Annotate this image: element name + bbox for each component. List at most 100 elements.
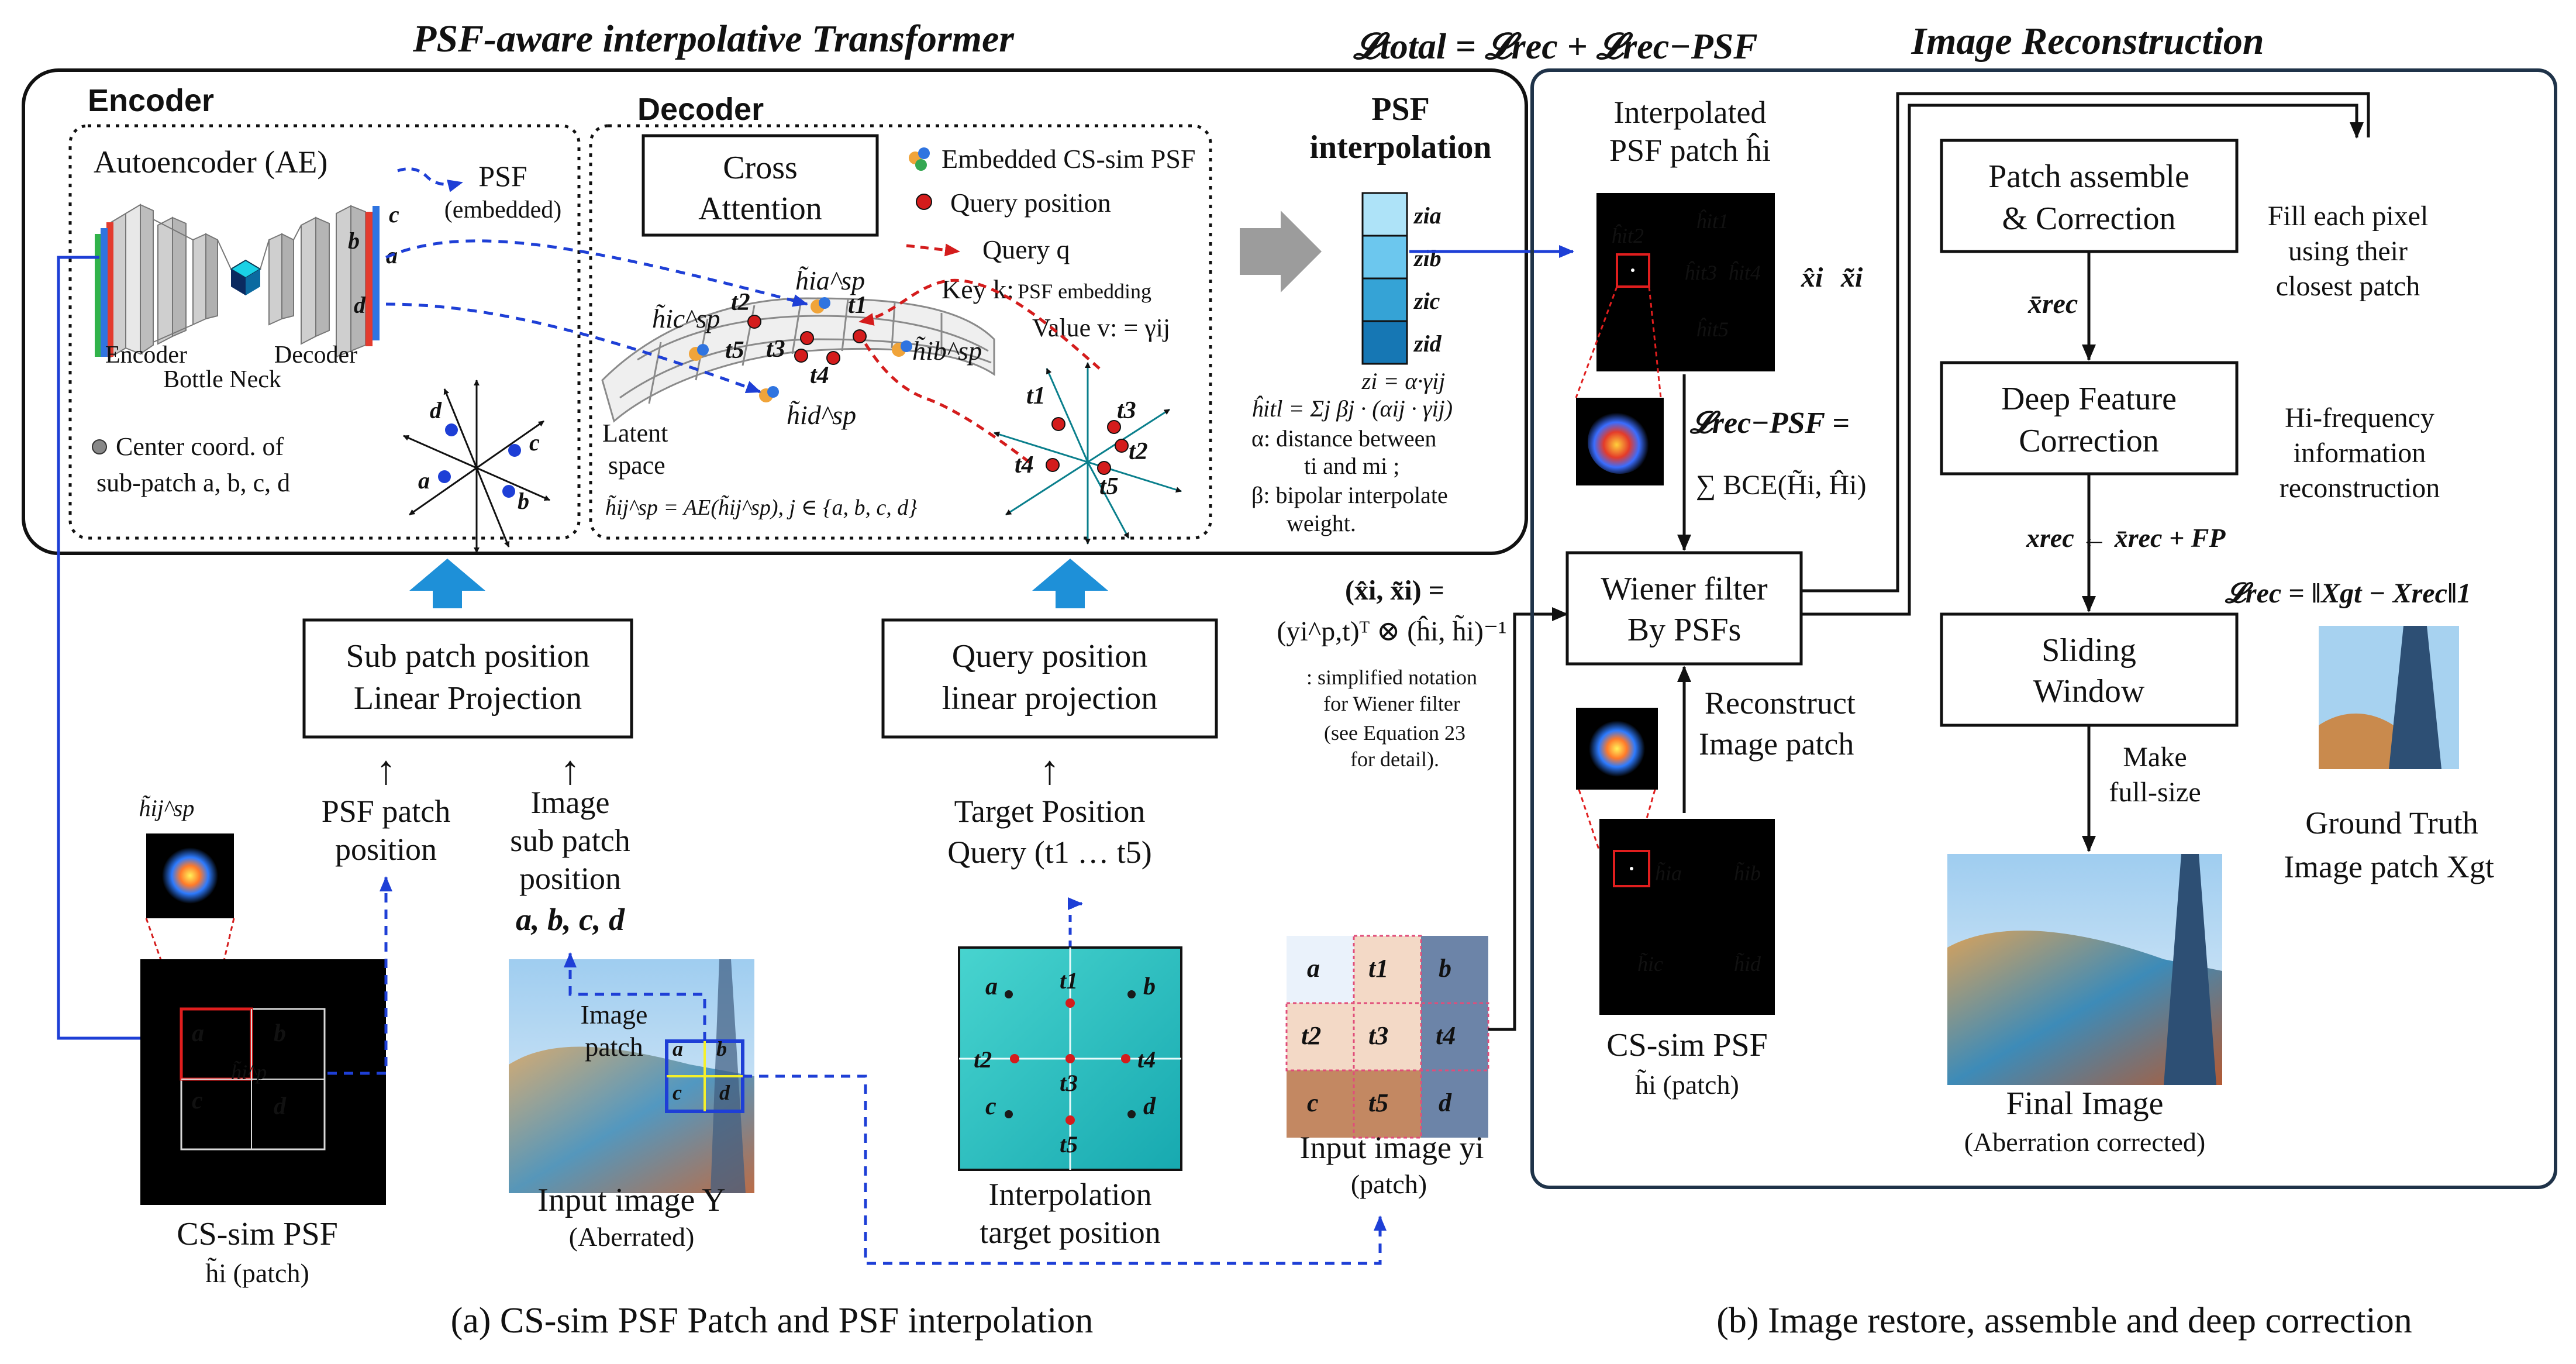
autoencoder-icon [95, 204, 380, 358]
wiener-line2: By PSFs [1627, 612, 1742, 648]
tg-a: a [985, 973, 998, 1000]
z-ic: zic [1413, 288, 1440, 314]
csgrid-a: a [192, 1020, 204, 1047]
final-1: Final Image [2006, 1086, 2163, 1122]
caption-b: (b) Image restore, assemble and deep cor… [1716, 1301, 2412, 1341]
psf-interp-title-2: interpolation [1309, 129, 1491, 166]
loss-psf-sum: ∑ BCE(H̃i, Ĥi) [1696, 470, 1867, 501]
query-t4: t4 [1015, 452, 1034, 478]
psf-embedded-label: PSF [478, 160, 527, 192]
ae-bottleneck-label: Bottle Neck [163, 366, 281, 393]
ip-t1: t1 [1368, 954, 1388, 983]
encoder-box [68, 124, 581, 540]
tg-t3: t3 [1060, 1070, 1078, 1096]
decoder-title: Decoder [637, 92, 764, 127]
hifreq-3: reconstruction [2280, 473, 2440, 504]
z-ib: zib [1413, 245, 1442, 271]
latent-query-points [747, 315, 867, 365]
image-patch-line1: Image [581, 1000, 648, 1029]
cross-attention-box [642, 134, 879, 237]
tg-t5: t5 [1060, 1131, 1078, 1158]
input-patch-label: Input image yi [1300, 1130, 1484, 1165]
latent-t3: t3 [766, 336, 785, 363]
x-rec-bar-label: x̄rec [2027, 288, 2078, 319]
csgrid-b: b [274, 1020, 286, 1047]
star-letter-c: c [529, 429, 540, 456]
image-sub-1: Image [531, 785, 610, 820]
ipt-t5: ĥit5 [1696, 318, 1729, 341]
beta-line1: β: bipolar interpolate [1251, 482, 1448, 508]
image-sub-2: sub patch [510, 823, 630, 858]
beta-line2: weight. [1287, 510, 1356, 536]
ipt-t4: ĥit4 [1728, 261, 1761, 284]
gt-1: Ground Truth [2305, 805, 2478, 841]
decoder-box [589, 124, 1212, 540]
h-ib-label: h̃ib^sp [912, 336, 982, 366]
ip-d: d [1439, 1089, 1452, 1117]
ae-letter-d: d [354, 292, 366, 318]
ip-t3: t3 [1368, 1021, 1388, 1050]
alpha-line1: α: distance between [1251, 425, 1436, 452]
latent-t4: t4 [810, 362, 829, 389]
tg-t2: t2 [974, 1046, 992, 1073]
ip-t5: t5 [1368, 1089, 1388, 1117]
subpatch-proj-line2: Linear Projection [354, 680, 582, 717]
ip-a: a [1307, 954, 1320, 983]
z-id: zid [1413, 330, 1442, 357]
cs-tile-d: h̃id [1734, 952, 1761, 976]
fill-2: using their [2288, 236, 2408, 267]
ip-b: b [1439, 954, 1451, 983]
img-letter-c: c [673, 1081, 682, 1104]
hifreq-1: Hi-frequency [2285, 402, 2434, 433]
cross-attention-line1: Cross [723, 150, 798, 186]
assemble-line2: & Correction [2002, 201, 2175, 237]
tg-c: c [985, 1093, 996, 1120]
ip-c: c [1307, 1089, 1319, 1117]
wiener-filter-box [1565, 551, 1803, 666]
ipt-t2: ĥit2 [1611, 224, 1644, 247]
latent-t1: t1 [848, 292, 867, 319]
up-glyph-1: ↑ [376, 748, 396, 793]
latent-psf-points [689, 297, 912, 402]
ip-t4: t4 [1436, 1021, 1456, 1050]
loss-rec-eq: 𝓛rec = ‖Xgt − Xrec‖1 [2225, 578, 2471, 609]
query-t3: t3 [1117, 397, 1136, 424]
interp-psf-title-2: PSF patch ĥi [1609, 132, 1771, 168]
interp-target-2: target position [980, 1215, 1160, 1250]
assemble-line1: Patch assemble [1988, 159, 2189, 195]
center-coord-line2: sub-patch a, b, c, d [96, 469, 290, 497]
h-i-patch-right: h̃i (patch) [1635, 1069, 1739, 1100]
ipt-t3: ĥit3 [1684, 261, 1717, 284]
query-t5: t5 [1099, 473, 1119, 500]
loss-total: 𝓛total = 𝓛rec + 𝓛rec−PSF [1353, 27, 1757, 67]
gt-2: Image patch Xgt [2284, 849, 2494, 884]
latent-eq: h̃ij^sp = AE(h̃ij^sp), j ∈ {a, b, c, d} [605, 495, 918, 520]
tg-t1: t1 [1060, 967, 1078, 994]
alpha-line2: ti and mi ; [1304, 453, 1399, 479]
input-image-y [509, 959, 754, 1193]
gray-flow-arrow [1240, 211, 1322, 292]
latent-t5: t5 [725, 337, 744, 364]
key-prefix: Key k: [942, 274, 1014, 304]
cs-sim-psf-grid [140, 959, 386, 1205]
star-letter-d: d [430, 397, 442, 423]
interp-target-1: Interpolation [989, 1177, 1152, 1212]
loss-psf-title: 𝓛rec−PSF = [1689, 407, 1850, 440]
legend-embedded-psf: Embedded CS-sim PSF [942, 144, 1196, 174]
h-i-patch-label: h̃i (patch) [205, 1258, 309, 1288]
deep-line2: Correction [2019, 423, 2158, 459]
deep-line1: Deep Feature [2001, 381, 2177, 417]
latent-t2: t2 [731, 289, 750, 316]
image-sub-4: a, b, c, d [516, 902, 625, 937]
cs-sim-psf-label: CS-sim PSF [177, 1216, 338, 1252]
value-label: Value v: = γij [1032, 314, 1170, 342]
query-proj-line1: Query position [952, 638, 1147, 674]
star-letter-a: a [418, 467, 430, 494]
ae-encoder-label: Encoder [105, 342, 187, 368]
csgrid-d: d [274, 1093, 287, 1120]
cs-tile-a: h̃ia [1655, 862, 1682, 885]
make-2: full-size [2109, 777, 2201, 808]
ip-t2: t2 [1301, 1021, 1321, 1050]
